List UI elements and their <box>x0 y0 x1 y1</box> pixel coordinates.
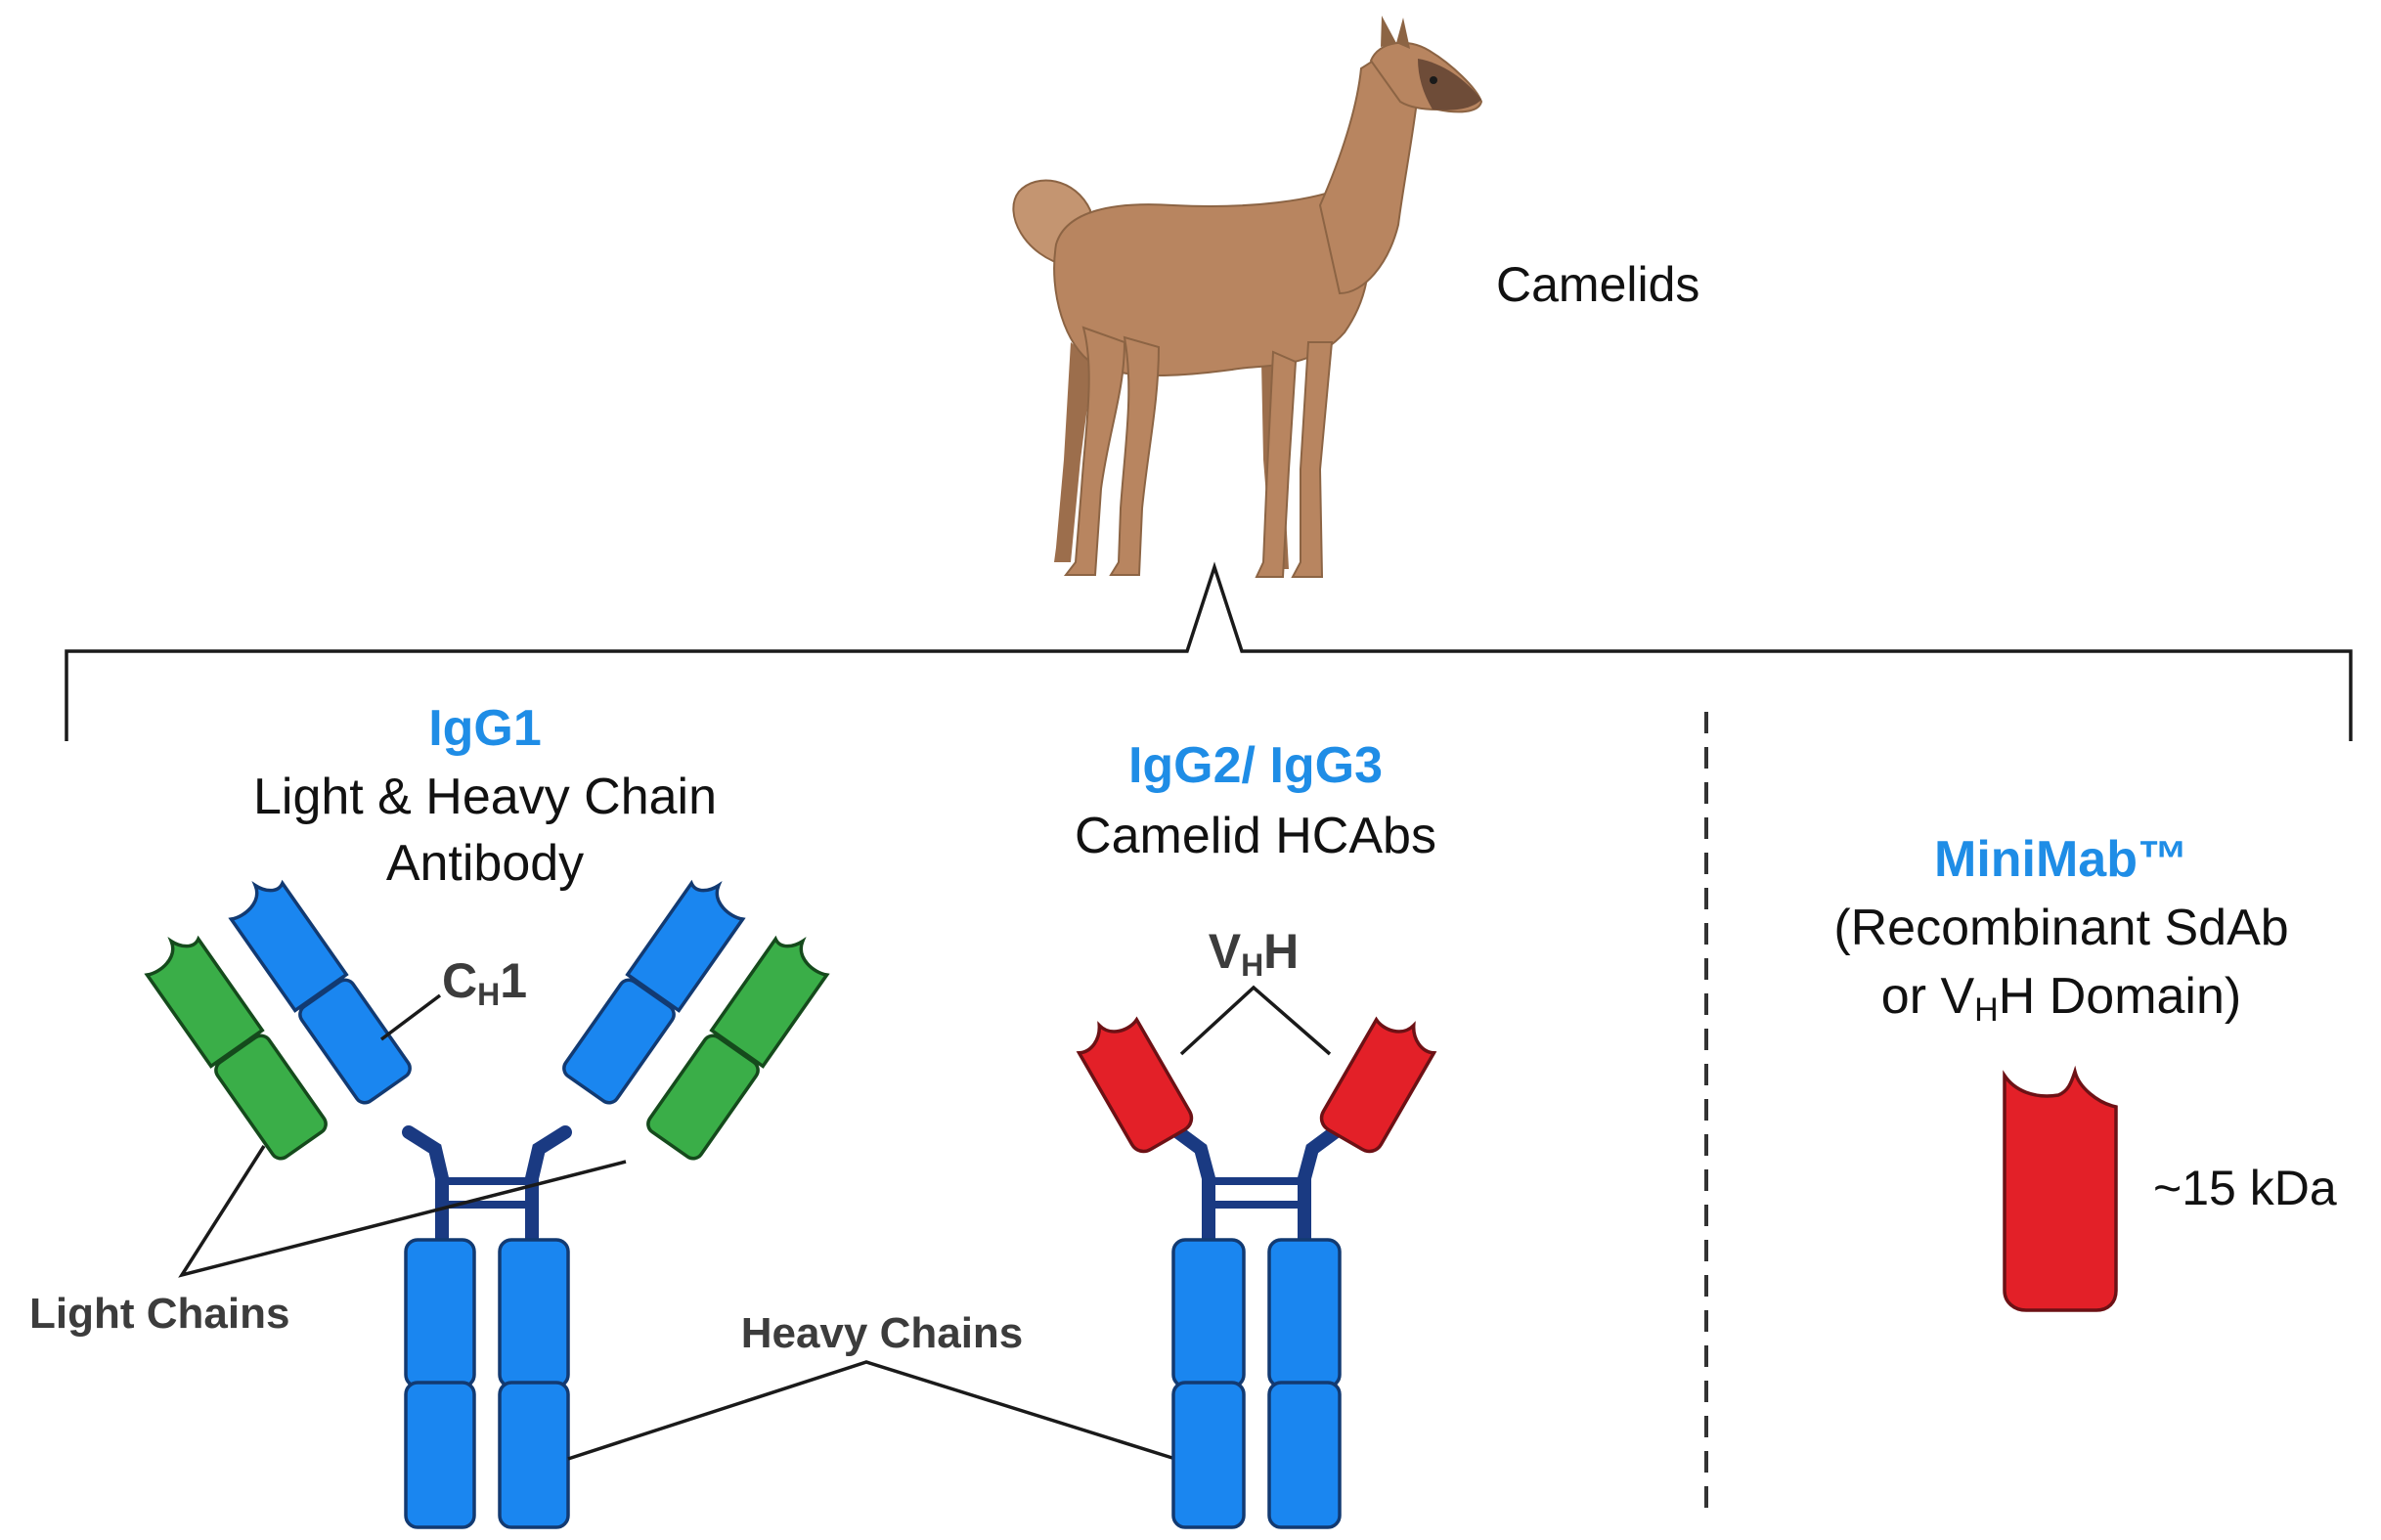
heavy-chains-pointer <box>567 1360 1176 1461</box>
vhh-domain-shape <box>2003 1065 2118 1312</box>
minimab-subtitle-line1: (Recombinant SdAb <box>1833 900 2288 956</box>
igg23-subtitle: Camelid HCAbs <box>1075 808 1436 864</box>
igg1-title: IgG1 <box>428 700 542 757</box>
light-chains-pointer <box>178 1145 627 1278</box>
minimab-subtitle-line2: or VHH Domain) <box>1881 968 2241 1029</box>
hcab-antibody <box>1076 985 1437 1529</box>
igg1-antibody <box>144 879 830 1529</box>
mass-label: ~15 kDa <box>2153 1161 2337 1215</box>
heavy-chains-label: Heavy Chains <box>741 1309 1024 1357</box>
llama-icon <box>1012 16 1483 578</box>
bracket <box>65 561 2353 741</box>
light-chains-label: Light Chains <box>29 1290 289 1338</box>
igg23-title: IgG2/ IgG3 <box>1128 737 1383 794</box>
igg1-subtitle-line1: Light & Heavy Chain <box>253 769 717 825</box>
igg1-subtitle-line2: Antibody <box>386 835 584 892</box>
minimab-title: MiniMab™ <box>1934 831 2188 888</box>
ch1-label: CH1 <box>442 953 527 1012</box>
camelids-label: Camelids <box>1496 257 1699 312</box>
vhh-label: VHH <box>1209 924 1300 983</box>
